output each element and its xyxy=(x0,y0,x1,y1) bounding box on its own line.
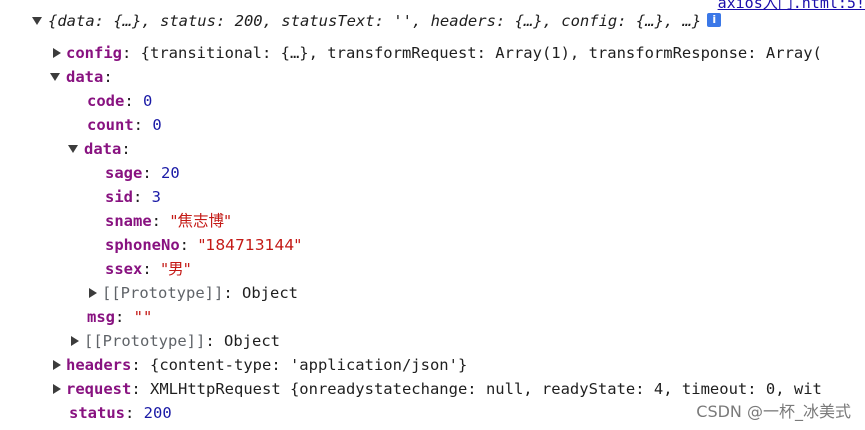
count-row: count: 0 xyxy=(87,116,162,134)
msg-row: msg: "" xyxy=(87,308,153,326)
sphoneno-value: "184713144" xyxy=(198,236,302,254)
inner-data-row[interactable]: data: xyxy=(0,137,865,161)
status-row: status: 200 xyxy=(69,404,172,422)
count-key: count xyxy=(87,116,134,134)
source-link[interactable]: axios入门.html:5! xyxy=(713,0,865,13)
response-summary: {data: {…}, status: 200, statusText: '',… xyxy=(48,12,702,30)
sphoneno-row: sphoneNo: "184713144" xyxy=(105,236,302,254)
data-key: data xyxy=(66,68,104,86)
status-value: 200 xyxy=(143,404,172,422)
sage-row: sage: 20 xyxy=(105,164,180,182)
headers-value: {content-type: 'application/json'} xyxy=(150,356,468,374)
triangle-down-icon[interactable] xyxy=(50,72,60,81)
status-key: status xyxy=(69,404,125,422)
triangle-right-icon[interactable] xyxy=(53,383,61,394)
triangle-right-icon[interactable] xyxy=(53,359,61,370)
headers-row[interactable]: headers: {content-type: 'application/jso… xyxy=(0,353,865,377)
triangle-right-icon[interactable] xyxy=(71,335,79,346)
request-value: XMLHttpRequest {onreadystatechange: null… xyxy=(150,380,822,398)
triangle-right-icon[interactable] xyxy=(89,287,97,298)
inner-prototype-row[interactable]: [[Prototype]]: Object xyxy=(0,281,865,305)
sage-value: 20 xyxy=(161,164,180,182)
data-prototype-key: [[Prototype]] xyxy=(84,332,206,350)
response-summary-row[interactable]: {data: {…}, status: 200, statusText: '',… xyxy=(0,9,865,33)
sname-row: sname: "焦志博" xyxy=(105,212,232,230)
data-prototype-value: Object xyxy=(224,332,280,350)
msg-value: "" xyxy=(133,308,153,326)
config-key: config xyxy=(66,44,122,62)
data-row[interactable]: data: xyxy=(0,65,865,89)
msg-key: msg xyxy=(87,308,115,326)
code-row: code: 0 xyxy=(87,92,153,110)
triangle-down-icon[interactable] xyxy=(68,144,78,153)
request-row[interactable]: request: XMLHttpRequest {onreadystatecha… xyxy=(0,377,865,401)
inner-prototype-key: [[Prototype]] xyxy=(102,284,224,302)
sid-row: sid: 3 xyxy=(105,188,162,206)
ssex-value: "男" xyxy=(161,260,191,278)
sid-value: 3 xyxy=(151,188,162,206)
sage-key: sage xyxy=(105,164,143,182)
request-key: request xyxy=(66,380,132,398)
code-key: code xyxy=(87,92,125,110)
ssex-key: ssex xyxy=(105,260,143,278)
count-value: 0 xyxy=(152,116,162,134)
sid-key: sid xyxy=(105,188,133,206)
headers-key: headers xyxy=(66,356,132,374)
inner-prototype-value: Object xyxy=(242,284,298,302)
sname-key: sname xyxy=(105,212,152,230)
sphoneno-key: sphoneNo xyxy=(105,236,180,254)
triangle-right-icon[interactable] xyxy=(53,47,61,58)
config-value: {transitional: {…}, transformRequest: Ar… xyxy=(140,44,822,62)
sname-value: "焦志博" xyxy=(170,212,232,230)
info-icon[interactable]: i xyxy=(707,12,722,27)
code-value: 0 xyxy=(143,92,153,110)
config-row[interactable]: config: {transitional: {…}, transformReq… xyxy=(0,41,865,65)
ssex-row: ssex: "男" xyxy=(105,260,191,278)
inner-data-key: data xyxy=(84,140,122,158)
data-prototype-row[interactable]: [[Prototype]]: Object xyxy=(0,329,865,353)
triangle-down-icon[interactable] xyxy=(32,16,42,25)
watermark: CSDN @一杯_冰美式 xyxy=(696,402,851,421)
